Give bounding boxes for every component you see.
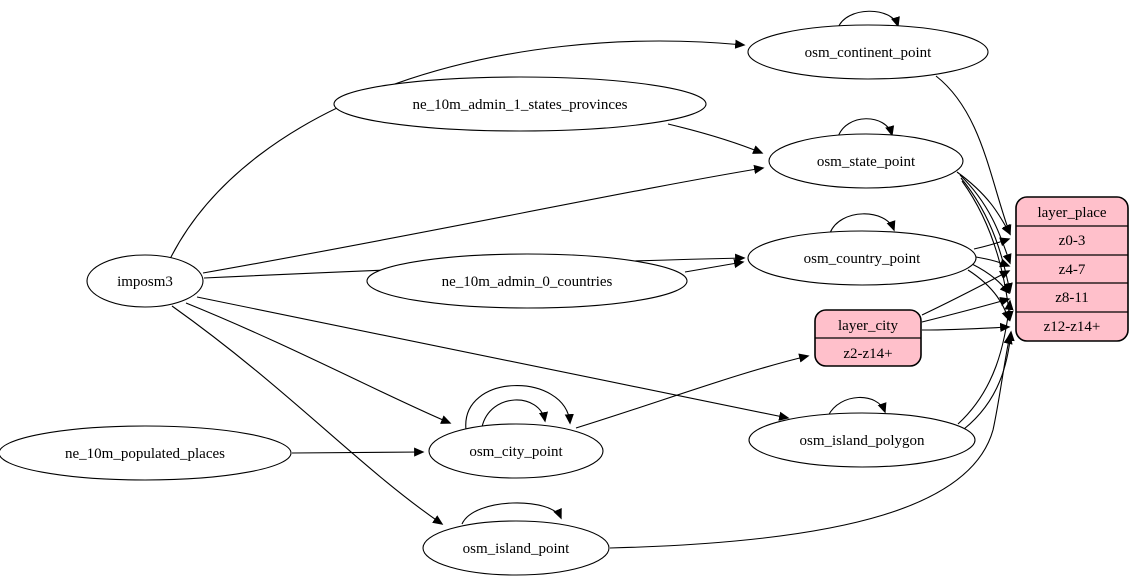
ne-10m-admin-0-label: ne_10m_admin_0_countries [442, 274, 613, 290]
node-imposm3: imposm3 [86, 254, 204, 308]
osm-continent-point-shape [747, 24, 989, 80]
edge-osm-island-polygon-to-layer-place-z8-11 [957, 299, 1014, 425]
osm-island-polygon-shape [748, 412, 976, 468]
osm-city-point-label: osm_city_point [469, 444, 563, 460]
edge-osm-island-polygon-to-layer-place-z12-z14 [963, 330, 1015, 430]
imposm3-label: imposm3 [117, 274, 173, 290]
layer-place-title: layer_place [1037, 205, 1106, 221]
edge-osm-city-point-to-layer-city-z2 [575, 353, 810, 429]
selfloop-osm-country-point [829, 213, 896, 234]
edge-ne-10m-admin-1-to-osm-state-point [667, 123, 764, 154]
osm-country-point-label: osm_country_point [804, 251, 921, 267]
edge-imposm3-to-osm-island-point [171, 305, 444, 525]
osm-city-point-shape [428, 423, 604, 479]
osm-country-point-shape [747, 230, 977, 286]
edge-imposm3-to-osm-state-point [202, 164, 765, 274]
edge-osm-country-point-to-layer-place-z4-7 [975, 256, 1011, 268]
edge-ne-10m-populated-places-to-osm-city-point [291, 447, 425, 457]
node-osm-continent-point: osm_continent_point [747, 24, 989, 80]
layer-city-row-z2-z14: z2-z14+ [843, 346, 892, 362]
imposm3-shape [86, 254, 204, 308]
selfloop-osm-island-point [461, 502, 562, 525]
layer-place-row-z8-11: z8-11 [1055, 290, 1089, 306]
node-osm-country-point: osm_country_point [747, 230, 977, 286]
edge-ne-10m-admin-0-to-osm-country-point [684, 259, 745, 273]
osm-state-point-label: osm_state_point [817, 154, 916, 170]
edge-osm-island-point-to-layer-place-z12-z14 [609, 333, 1013, 549]
edge-osm-country-point-to-layer-place-z0-3 [973, 237, 1011, 250]
edge-osm-country-point-to-layer-place-z8-11 [971, 263, 1011, 295]
edge-imposm3-to-osm-continent-point [169, 39, 746, 260]
ne-10m-admin-1-shape [333, 76, 707, 132]
edge-osm-continent-point-to-layer-place-z0-3 [935, 75, 1012, 236]
selfloop-osm-city-point-outer [465, 385, 574, 431]
record-layer-place: layer_place z0-3 z4-7 z8-11 z12-z14+ [1015, 196, 1129, 342]
node-osm-island-point: osm_island_point [422, 520, 610, 576]
node-osm-state-point: osm_state_point [768, 133, 964, 189]
ne-10m-admin-1-label: ne_10m_admin_1_states_provinces [413, 97, 628, 113]
edge-layer-city-to-layer-place-z4-7 [921, 270, 1011, 316]
selfloop-osm-state-point [837, 118, 895, 138]
edge-layer-city-to-layer-place-z12-z14 [921, 322, 1011, 333]
osm-continent-point-label: osm_continent_point [805, 45, 932, 61]
osm-state-point-shape [768, 133, 964, 189]
osm-island-point-shape [422, 520, 610, 576]
selfloop-osm-city-point-inner [481, 399, 549, 428]
ne-10m-admin-0-shape [366, 253, 688, 309]
layer-place-row-z12-z14: z12-z14+ [1044, 319, 1101, 335]
node-ne-10m-admin-0-countries: ne_10m_admin_0_countries [366, 253, 688, 309]
edge-osm-state-point-to-layer-place-z4-7 [959, 174, 1012, 265]
edge-osm-state-point-to-layer-place-z8-11 [960, 177, 1013, 294]
ne-10m-populated-places-shape [0, 425, 292, 481]
layer-place-row-z0-3: z0-3 [1059, 233, 1086, 249]
edge-imposm3-to-osm-island-polygon [196, 296, 790, 421]
ne-10m-populated-places-label: ne_10m_populated_places [65, 446, 225, 462]
layer-city-title: layer_city [838, 318, 898, 334]
osm-island-point-label: osm_island_point [463, 541, 571, 557]
layer-place-box [1015, 196, 1129, 342]
node-ne-10m-populated-places: ne_10m_populated_places [0, 425, 292, 481]
node-ne-10m-admin-1-states-provinces: ne_10m_admin_1_states_provinces [333, 76, 707, 132]
node-osm-city-point: osm_city_point [428, 423, 604, 479]
selfloop-osm-continent-point [837, 10, 900, 29]
layer-place-row-z4-7: z4-7 [1059, 262, 1086, 278]
selfloop-osm-island-polygon [827, 396, 887, 417]
node-osm-island-polygon: osm_island_polygon [748, 412, 976, 468]
edge-layer-city-to-layer-place-z8-11 [921, 297, 1011, 323]
edge-osm-state-point-to-layer-place-z0-3 [956, 171, 1011, 236]
edges-layer [169, 10, 1015, 549]
edge-imposm3-to-osm-city-point [185, 302, 452, 424]
osm-island-polygon-label: osm_island_polygon [799, 433, 925, 449]
record-layer-city: layer_city z2-z14+ [814, 309, 922, 367]
